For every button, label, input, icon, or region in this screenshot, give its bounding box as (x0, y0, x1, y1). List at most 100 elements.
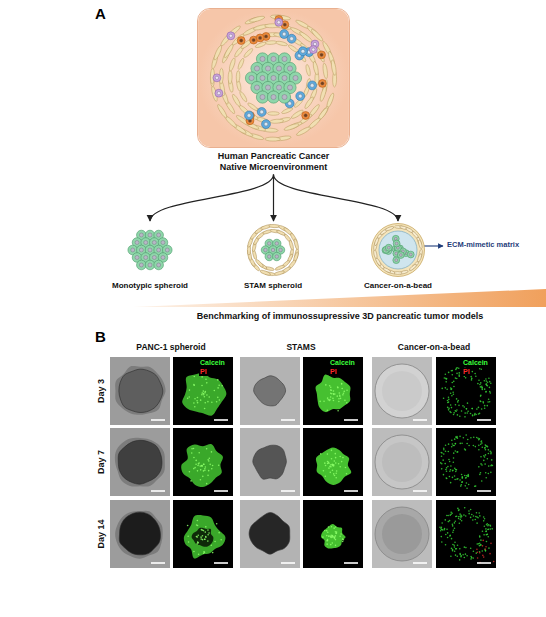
fibroblast (304, 96, 315, 110)
stain-speck (473, 436, 475, 438)
cell (287, 34, 296, 43)
stain-speck (451, 538, 453, 540)
stain-speck (454, 438, 456, 440)
stain-speck (203, 552, 205, 554)
stain-speck (332, 469, 334, 471)
fibroblast (293, 238, 299, 249)
stain-speck (327, 453, 329, 455)
stain-speck (448, 409, 450, 411)
scale-bar (151, 419, 165, 421)
fluorescence-background (303, 500, 363, 568)
cell-body (397, 252, 404, 259)
stain-speck (194, 467, 196, 469)
stain-speck (212, 465, 214, 467)
cell-nucleus (165, 248, 169, 252)
cell-body (237, 37, 245, 45)
stain-speck (465, 449, 467, 451)
stain-speck (202, 390, 204, 392)
cell-nucleus (229, 34, 232, 37)
stain-speck (441, 455, 443, 457)
stain-speck (451, 446, 453, 448)
stain-speck (489, 553, 491, 555)
stain-speck (202, 392, 204, 394)
brightfield-background (372, 428, 432, 496)
stain-speck (474, 414, 476, 416)
stain-speck (459, 416, 461, 418)
stain-speck (453, 529, 455, 531)
stain-speck (188, 396, 190, 398)
stain-speck (456, 515, 458, 517)
cell-nucleus (157, 248, 161, 252)
stain-speck (197, 542, 199, 544)
stain-speck (466, 443, 468, 445)
stain-speck (452, 477, 454, 479)
stain-speck (339, 466, 341, 468)
stain-speck (332, 464, 334, 466)
stain-speck (447, 532, 449, 534)
stain-speck (334, 537, 336, 539)
scale-bar (281, 490, 295, 492)
stain-speck (475, 446, 477, 448)
stain-speck (204, 538, 206, 540)
stain-speck (441, 541, 443, 543)
fibroblast-ring (247, 224, 299, 276)
stain-speck (457, 400, 459, 402)
calcein-stain (321, 524, 346, 549)
stain-speck (441, 536, 443, 538)
stain-speck (193, 376, 195, 378)
stain-speck (332, 536, 334, 538)
cell-group (382, 235, 414, 263)
stain-speck (455, 471, 457, 473)
stain-speck (198, 452, 200, 454)
stain-speck (470, 509, 472, 511)
stain-speck (466, 487, 468, 489)
stain-speck (478, 466, 480, 468)
bead-outline (375, 364, 429, 418)
stain-speck (440, 452, 442, 454)
fibroblast-ring (373, 225, 423, 274)
cell-body (213, 74, 221, 82)
micrograph (173, 428, 233, 496)
fibroblast (247, 102, 259, 112)
fibroblast (417, 253, 423, 262)
stain-speck (490, 392, 492, 394)
node-label: Monotypic spheroid (112, 281, 188, 291)
stain-speck (219, 399, 221, 401)
stain-speck (459, 443, 461, 445)
spheroid-body (118, 440, 162, 484)
stain-speck (471, 378, 473, 380)
stain-speck (452, 544, 454, 546)
stain-speck (460, 517, 462, 519)
stain-speck (464, 448, 466, 450)
stain-speck (345, 467, 347, 469)
stain-speck (484, 405, 486, 407)
stain-speck (482, 447, 484, 449)
stain-speck (325, 384, 327, 386)
cell-nucleus (267, 255, 271, 259)
stain-speck (484, 380, 486, 382)
stain-speck (484, 526, 486, 528)
stain-speck (331, 526, 333, 528)
stain-speck (467, 411, 469, 413)
stain-speck (346, 402, 348, 404)
stain-speck (457, 508, 459, 510)
stain-speck (465, 477, 467, 479)
stain-speck (201, 529, 203, 531)
stain-speck (456, 451, 458, 453)
stain-speck (210, 544, 212, 546)
stain-speck (455, 404, 457, 406)
node-label: Human Pancreatic Cancer Native Microenvi… (208, 151, 340, 173)
cell-nucleus (152, 255, 156, 259)
stain-speck (336, 532, 338, 534)
fibroblast (305, 64, 311, 76)
stain-speck (331, 542, 333, 544)
micrograph-grid (110, 357, 496, 568)
cell-nucleus (320, 53, 323, 56)
cell (137, 260, 147, 270)
stain-speck (481, 408, 483, 410)
stain-speck (334, 460, 336, 462)
stain-speck (221, 385, 223, 387)
cell-body (318, 79, 326, 87)
stain-speck (463, 406, 465, 408)
cell-nucleus (254, 85, 259, 90)
